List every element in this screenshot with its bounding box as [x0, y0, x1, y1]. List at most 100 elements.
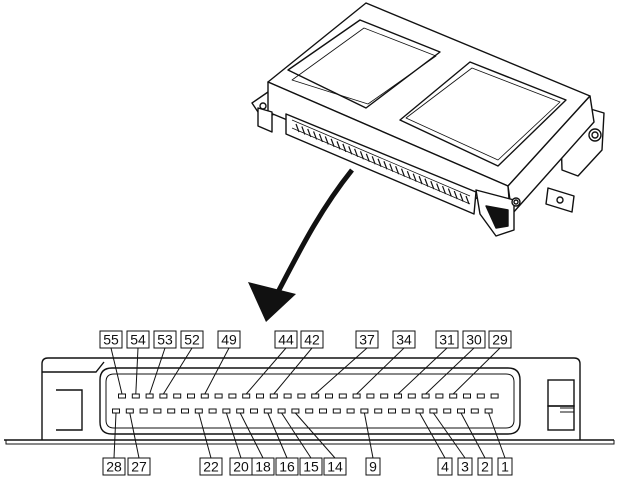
pin-label-55: 55: [103, 332, 119, 348]
ecu-slot: [371, 156, 376, 165]
pin-slot-bottom: [181, 408, 189, 414]
pin-label-20: 20: [233, 459, 249, 475]
pin-slot-bottom: [305, 408, 314, 414]
pin-slot-top: [200, 393, 209, 399]
leader-line: [432, 412, 466, 459]
pin-slot-bottom: [415, 408, 424, 414]
pin-slot-bottom: [443, 408, 452, 414]
pin-label-52: 52: [184, 332, 200, 348]
pin-label-9-box: [365, 457, 381, 476]
ecu-slot: [365, 153, 370, 163]
pin-slot-bottom: [319, 408, 327, 414]
pin-label-14-box: [323, 457, 347, 476]
leader-line: [149, 347, 166, 395]
pin-label-34: 34: [396, 332, 412, 348]
pin-slot-top: [394, 393, 402, 399]
pin-slot-bottom: [277, 408, 286, 414]
ecu-unit-drawing: [251, 2, 605, 237]
pin-label-52-box: [180, 330, 204, 349]
pin-slot-bottom: [194, 408, 203, 414]
connector-face-drawing: [4, 357, 615, 445]
ecu-slot: [418, 175, 423, 185]
pin-label-29: 29: [492, 332, 508, 348]
pin-label-4-box: [437, 457, 453, 476]
pin-label-34-box: [392, 330, 416, 349]
pin-slot-top: [187, 393, 195, 399]
pin-slot-bottom: [139, 408, 148, 414]
ecu-slot: [307, 128, 312, 138]
pin-label-44: 44: [278, 332, 294, 348]
pin-label-28: 28: [106, 459, 122, 475]
ecu-slot: [301, 126, 306, 135]
leader-line: [225, 412, 242, 459]
pin-slot-bottom: [374, 408, 383, 414]
pin-slot-top: [325, 393, 333, 399]
pin-label-49: 49: [221, 332, 237, 348]
leader-line: [239, 412, 264, 459]
leader-line: [245, 347, 287, 395]
pin-slot-bottom: [332, 408, 341, 414]
pin-label-42: 42: [304, 332, 320, 348]
pin-slot-bottom: [484, 408, 493, 414]
pin-slot-top: [490, 393, 499, 399]
pin-slot-top: [476, 393, 485, 399]
pin-slot-top: [242, 393, 251, 399]
pin-slot-bottom: [388, 408, 396, 414]
leader-line: [356, 347, 405, 395]
ecu-slot: [313, 131, 318, 140]
pin-slot-bottom: [401, 408, 410, 414]
pin-label-49-box: [217, 330, 241, 349]
leader-line: [273, 347, 313, 395]
ecu-slot: [324, 136, 329, 145]
pin-label-44-box: [274, 330, 298, 349]
leader-line: [363, 412, 374, 459]
pin-label-30: 30: [466, 332, 482, 348]
leader-line: [281, 412, 312, 459]
leader-line: [460, 412, 486, 459]
pin-label-27: 27: [131, 459, 147, 475]
ecu-slot: [359, 151, 365, 160]
pin-slot-top: [118, 393, 126, 399]
pin-label-37-box: [355, 330, 379, 349]
pin-slot-bottom: [153, 408, 162, 414]
connector-pin-rows: [112, 393, 499, 414]
pin-label-3-box: [457, 457, 473, 476]
pin-label-3: 3: [461, 459, 469, 475]
pin-label-4: 4: [441, 459, 449, 475]
pin-label-2: 2: [481, 459, 489, 475]
pin-slot-bottom: [429, 408, 438, 414]
leader-line: [135, 347, 139, 395]
pin-slot-bottom: [263, 408, 272, 414]
leader-line: [425, 347, 475, 395]
ecu-slot: [295, 123, 300, 133]
pin-slot-bottom: [112, 408, 120, 414]
ecu-slot: [430, 180, 435, 190]
pin-slot-bottom: [236, 408, 245, 414]
pin-slot-top: [173, 393, 182, 399]
pin-slot-top: [435, 393, 444, 399]
pin-label-18: 18: [255, 459, 271, 475]
leader-line: [397, 347, 448, 395]
pin-slot-top: [311, 393, 320, 399]
ecu-slot: [354, 148, 359, 158]
pin-label-1: 1: [501, 459, 509, 475]
pin-label-22: 22: [203, 459, 219, 475]
ecu-slot: [436, 183, 441, 192]
pin-label-15: 15: [303, 459, 319, 475]
pin-slot-bottom: [457, 408, 465, 414]
pin-slot-top: [256, 393, 264, 399]
pin-label-37: 37: [359, 332, 375, 348]
pin-label-54: 54: [130, 332, 146, 348]
ecu-slot: [377, 158, 382, 167]
pin-slot-top: [131, 393, 140, 399]
pin-label-16: 16: [279, 459, 295, 475]
pin-label-16-box: [275, 457, 299, 476]
pin-slot-bottom: [470, 408, 479, 414]
pin-slot-top: [421, 393, 430, 399]
pin-label-31-box: [435, 330, 459, 349]
leader-line: [419, 412, 446, 459]
pin-label-55-box: [99, 330, 123, 349]
ecu-slot: [400, 168, 406, 177]
